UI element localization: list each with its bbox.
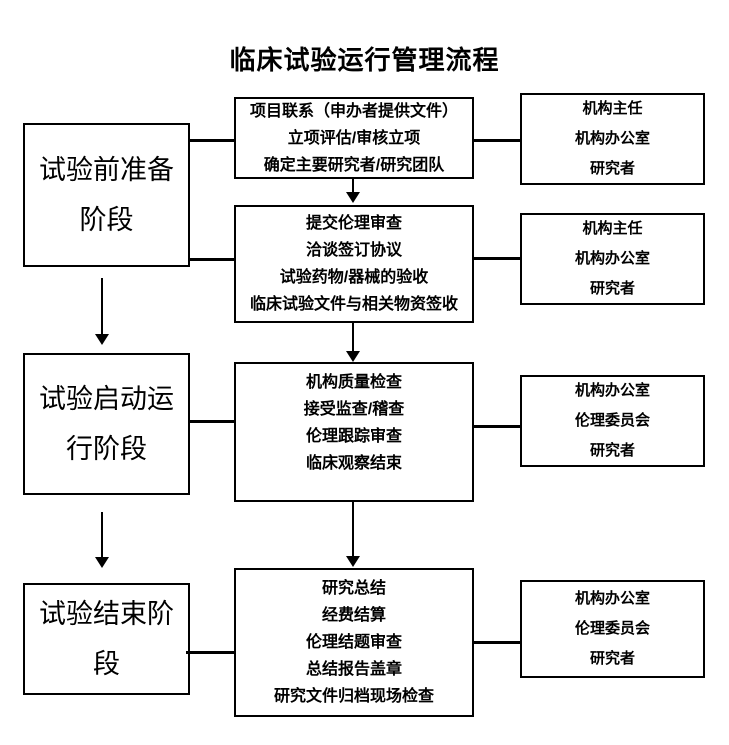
process-box-ethics-agreement: 提交伦理审查 洽谈签订协议 试验药物/器械的验收 临床试验文件与相关物资签收 (234, 205, 474, 323)
process-step: 接受监查/稽查 (303, 401, 405, 418)
role-item: 研究者 (589, 650, 635, 667)
connector-stage1-process1 (189, 139, 234, 142)
connector-process1-role1 (474, 139, 520, 142)
role-box-3: 机构办公室 伦理委员会 研究者 (520, 375, 705, 467)
role-box-2: 机构主任 机构办公室 研究者 (520, 213, 705, 305)
arrow-head (95, 557, 109, 568)
process-box-project-initiation: 项目联系（申办者提供文件） 立项评估/审核立项 确定主要研究者/研究团队 (234, 97, 474, 179)
role-item: 机构主任 (582, 100, 643, 117)
process-step: 确定主要研究者/研究团队 (263, 156, 445, 174)
process-step: 研究文件归档现场检查 (273, 688, 434, 705)
arrow-down-icon (95, 512, 109, 568)
process-box-closeout: 研究总结 经费结算 伦理结题审查 总结报告盖章 研究文件归档现场检查 (234, 568, 474, 717)
role-box-4: 机构办公室 伦理委员会 研究者 (520, 580, 705, 678)
stage-label-line: 段 (93, 649, 120, 679)
connector-process4-role4 (474, 641, 520, 644)
stage-box-trial-end: 试验结束阶 段 (23, 583, 190, 695)
role-item: 机构办公室 (574, 250, 650, 267)
arrow-head (346, 351, 360, 362)
process-step: 立项评估/审核立项 (287, 129, 421, 147)
role-item: 伦理委员会 (574, 412, 650, 429)
process-step: 临床试验文件与相关物资签收 (249, 296, 458, 313)
role-item: 研究者 (589, 442, 635, 459)
arrow-head (95, 334, 109, 345)
diagram-title: 临床试验运行管理流程 (229, 45, 500, 75)
process-step: 试验药物/器械的验收 (279, 269, 429, 286)
arrow-shaft (101, 512, 103, 558)
arrow-shaft (352, 323, 354, 352)
connector-stage1-process2 (189, 258, 234, 261)
stage-label-line: 行阶段 (66, 434, 147, 464)
stage-label-line: 试验前准备 (39, 155, 174, 185)
role-item: 机构办公室 (574, 382, 650, 399)
arrow-head (346, 192, 360, 203)
process-step: 洽谈签订协议 (305, 242, 402, 259)
role-box-1: 机构主任 机构办公室 研究者 (520, 93, 705, 185)
connector-stage3-process4 (186, 651, 234, 654)
arrow-shaft (352, 502, 354, 557)
arrow-down-icon (346, 502, 360, 567)
process-step: 项目联系（申办者提供文件） (249, 102, 458, 120)
role-item: 研究者 (589, 160, 635, 177)
arrow-down-icon (346, 323, 360, 362)
process-step: 伦理结题审查 (305, 634, 402, 651)
role-item: 伦理委员会 (574, 620, 650, 637)
arrow-shaft (352, 179, 354, 193)
stage-label-line: 试验结束阶 (39, 599, 174, 629)
role-item: 机构办公室 (574, 130, 650, 147)
stage-label-line: 试验启动运 (39, 384, 174, 414)
process-box-quality-monitoring: 机构质量检查 接受监查/稽查 伦理跟踪审查 临床观察结束 (234, 362, 474, 502)
arrow-down-icon (346, 179, 360, 203)
stage-box-pre-trial: 试验前准备 阶段 (23, 123, 190, 267)
process-step: 提交伦理审查 (305, 215, 402, 232)
arrow-down-icon (95, 278, 109, 345)
stage-box-startup-operation: 试验启动运 行阶段 (23, 353, 190, 495)
connector-process3-role3 (474, 425, 520, 428)
process-step: 研究总结 (321, 580, 386, 597)
connector-stage2-process3 (188, 420, 234, 423)
process-step: 临床观察结束 (305, 455, 402, 472)
process-step: 伦理跟踪审查 (305, 428, 402, 445)
role-item: 机构办公室 (574, 590, 650, 607)
stage-label-line: 阶段 (79, 205, 134, 235)
process-step: 经费结算 (321, 607, 386, 624)
connector-process2-role2 (474, 257, 520, 260)
process-step: 机构质量检查 (305, 374, 402, 391)
role-item: 研究者 (589, 280, 635, 297)
process-step: 总结报告盖章 (305, 661, 402, 678)
role-item: 机构主任 (582, 220, 643, 237)
arrow-head (346, 556, 360, 567)
arrow-shaft (101, 278, 103, 335)
